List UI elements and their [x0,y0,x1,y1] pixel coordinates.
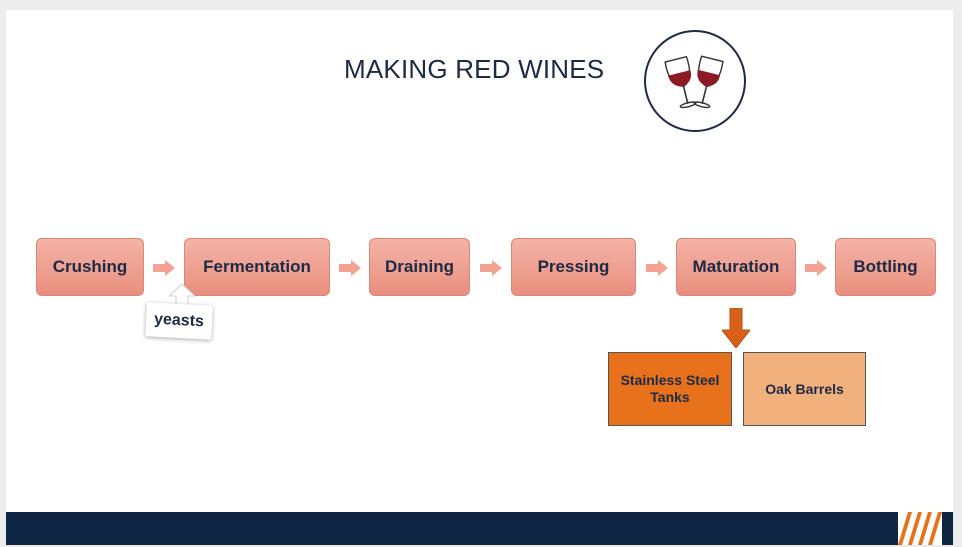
step-draining: Draining [369,238,470,296]
arrow-right-icon [646,260,668,276]
wine-glasses-icon [664,55,724,109]
arrow-right-icon [805,260,827,276]
stainless-steel-tanks-box: Stainless Steel Tanks [608,352,732,426]
step-label: Fermentation [203,257,311,276]
arrow-down-icon [722,308,750,348]
yeasts-label: yeasts [153,310,205,331]
step-maturation: Maturation [676,238,796,296]
step-label: Crushing [52,257,128,276]
arrow-right-icon [153,260,175,276]
up-pointer-icon [169,284,195,308]
option-label: Oak Barrels [765,380,844,397]
option-label: Stainless Steel Tanks [620,372,720,405]
arrow-right-icon [339,260,361,276]
step-label: Draining [385,257,454,276]
step-label: Pressing [537,257,610,276]
step-label: Bottling [853,257,918,276]
slide: MAKING RED WINES Crushing Fermentation [6,10,953,545]
arrow-right-icon [480,260,502,276]
footer-bar [6,512,953,545]
oak-barrels-box: Oak Barrels [743,352,866,426]
title-text: MAKING RED WINES [344,54,605,84]
step-bottling: Bottling [835,238,936,296]
yeasts-note: yeasts [145,302,213,340]
step-pressing: Pressing [511,238,636,296]
step-label: Maturation [692,257,780,276]
wine-glasses-badge [644,30,746,132]
accent-stripes-icon [898,512,942,545]
step-fermentation: Fermentation [184,238,330,296]
step-crushing: Crushing [36,238,144,296]
